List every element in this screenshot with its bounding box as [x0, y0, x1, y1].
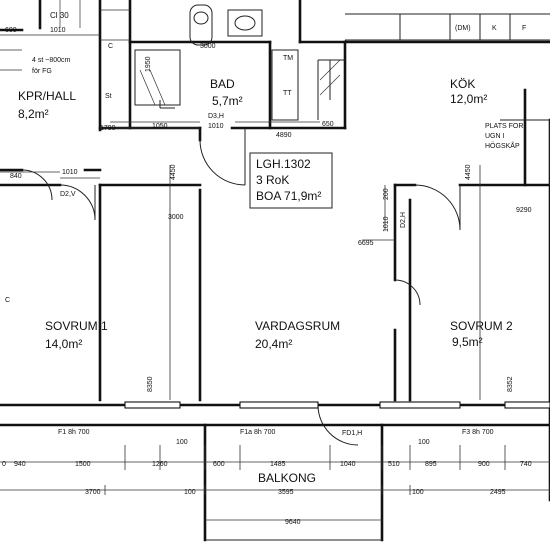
- dim-b0: 0: [2, 461, 6, 468]
- note-closet: 4 st ~800cm: [32, 57, 70, 64]
- toilet-icon: [189, 4, 213, 46]
- bathroom-fixtures: [134, 4, 299, 121]
- sovrum1-area: 14,0m²: [45, 337, 82, 351]
- stair-lines: [0, 0, 130, 71]
- kitchen-fixtures: [317, 13, 550, 185]
- balcony-door: [317, 404, 359, 446]
- apartment-rooms: 3 RoK: [256, 173, 289, 187]
- dim-4890: 4890: [276, 132, 292, 139]
- apartment-box: [249, 152, 333, 209]
- bath-door: [199, 139, 246, 186]
- dim-b100b: 100: [418, 439, 430, 446]
- note-f1a: F1a 8h 700: [240, 429, 276, 436]
- dim-1010v: 1010: [383, 216, 390, 232]
- dimension-lines: [0, 34, 550, 521]
- dim-650: 650: [322, 121, 334, 128]
- balkong-name: BALKONG: [258, 471, 316, 485]
- dim-200: 200: [383, 188, 390, 200]
- kok-area: 12,0m²: [450, 92, 487, 106]
- dim-b1485: 1485: [270, 461, 286, 468]
- sink-icon: [227, 9, 263, 37]
- dim-b2495: 2495: [490, 489, 506, 496]
- note-f1: F1 8h 700: [58, 429, 90, 436]
- bad-name: BAD: [210, 77, 235, 91]
- note-tm: TM: [283, 55, 293, 62]
- dim-b100a: 100: [176, 439, 188, 446]
- note-c2: C: [5, 297, 10, 304]
- apartment-id: LGH.1302: [256, 157, 311, 171]
- sovrum2-area: 9,5m²: [452, 335, 483, 349]
- dim-b600: 600: [213, 461, 225, 468]
- note-k: K: [492, 25, 497, 32]
- note-fd1h: FD1,H: [342, 430, 362, 437]
- apartment-boa: BOA 71,9m²: [256, 189, 321, 203]
- washer-dryer: [271, 49, 299, 121]
- dim-b100c: 100: [184, 489, 196, 496]
- dim-6695: 6695: [358, 240, 374, 247]
- dim-b740: 740: [520, 461, 532, 468]
- note-kitchen-1: PLATS FOR: [485, 123, 523, 130]
- dim-9290: 9290: [516, 207, 532, 214]
- hall-name: KPR/HALL: [18, 89, 76, 103]
- dim-b9640: 9640: [285, 519, 301, 526]
- dim-8352: 8352: [507, 376, 514, 392]
- dim-b895: 895: [425, 461, 437, 468]
- vardagsrum-area: 20,4m²: [255, 337, 292, 351]
- sovrum1-door: [59, 184, 96, 221]
- dim-1950: 1950: [145, 56, 152, 72]
- dim-600: 600: [5, 27, 17, 34]
- note-tt: TT: [283, 90, 292, 97]
- dim-1790: 1790: [100, 125, 116, 132]
- note-c1: C: [108, 43, 113, 50]
- note-cl: Cl 30: [50, 11, 69, 20]
- windows: [124, 401, 550, 409]
- dim-b1040: 1040: [340, 461, 356, 468]
- note-kitchen-3: HÖGSKÅP: [485, 141, 520, 150]
- note-d2v: D2,V: [60, 191, 76, 198]
- dim-3000b: 3000: [168, 214, 184, 221]
- sovrum2-name: SOVRUM 2: [450, 319, 513, 333]
- sovrum1-name: SOVRUM 1: [45, 319, 108, 333]
- hall-area: 8,2m²: [18, 107, 49, 121]
- note-d2h: D2,H: [400, 212, 407, 228]
- dim-b900: 900: [478, 461, 490, 468]
- dim-4450a: 4450: [170, 164, 177, 180]
- window-f3: [379, 401, 461, 409]
- note-dm: (DM): [455, 25, 471, 32]
- dim-4450b: 4450: [465, 164, 472, 180]
- window-f1: [124, 401, 181, 409]
- vardagsrum-name: VARDAGSRUM: [255, 319, 340, 333]
- dim-b100d: 100: [412, 489, 424, 496]
- dim-b1260: 1260: [152, 461, 168, 468]
- note-closet2: för FG: [32, 68, 52, 75]
- note-st: St: [105, 93, 112, 100]
- note-d3h: D3,H: [208, 113, 224, 120]
- dim-b510: 510: [388, 461, 400, 468]
- dim-1010c: 1010: [62, 169, 78, 176]
- dim-b3700: 3700: [85, 489, 101, 496]
- dim-b3595: 3595: [278, 489, 294, 496]
- dim-1050: 1050: [152, 123, 168, 130]
- dim-1010a: 1010: [50, 27, 66, 34]
- bad-area: 5,7m²: [212, 94, 243, 108]
- window-f1a: [239, 401, 319, 409]
- doors: [21, 128, 461, 446]
- dim-840: 840: [10, 173, 22, 180]
- dim-8350a: 8350: [147, 376, 154, 392]
- dim-1010b: 1010: [208, 123, 224, 130]
- dim-b940: 940: [14, 461, 26, 468]
- note-kitchen-2: UGN I: [485, 133, 505, 140]
- sovrum2-door: [414, 184, 461, 231]
- dim-b1500: 1500: [75, 461, 91, 468]
- note-f3: F3 8h 700: [462, 429, 494, 436]
- shower-area: [134, 49, 181, 106]
- note-f: F: [522, 25, 526, 32]
- dim-3000a: 3000: [200, 43, 216, 50]
- kok-name: KÖK: [450, 77, 475, 91]
